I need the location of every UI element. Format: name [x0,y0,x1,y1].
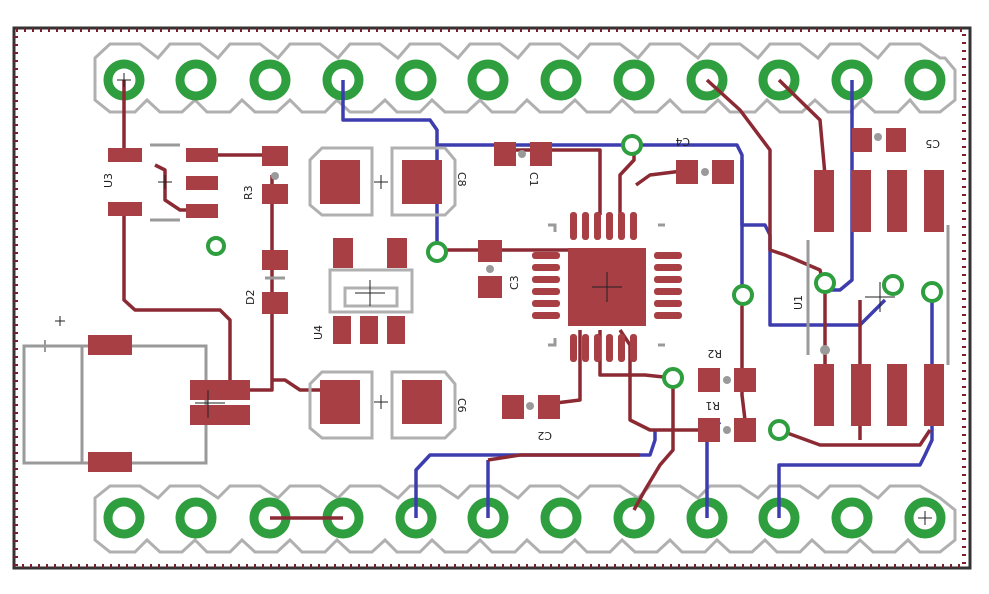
via-3 [732,284,754,306]
r1-component [698,418,756,442]
u3-component [108,143,218,222]
top-pad-7 [540,59,582,101]
bottom-pad-7 [540,497,582,539]
via-7 [882,274,904,296]
label-d2: D2 [244,290,257,305]
top-pad-2 [175,59,217,101]
c5-component [852,128,906,152]
via-6 [814,272,836,294]
power-connector [22,316,250,472]
top-pad-8 [613,59,655,101]
label-c5: C5 [925,137,940,150]
origin-markers [117,73,932,525]
c6-component [308,370,457,440]
bottom-pad-1 [103,497,145,539]
d2-component [262,250,288,314]
mcu-qfn [532,212,682,362]
u1-component [806,170,950,426]
header-bottom-pads [103,497,946,539]
label-u4: U4 [312,325,325,340]
c1-component [494,142,552,166]
via-9 [206,236,226,256]
top-pad-9 [686,59,728,101]
label-c3: C3 [508,275,521,290]
via-4 [662,367,684,389]
top-pad-5 [395,59,437,101]
top-pad-12 [904,59,946,101]
bottom-pad-8 [613,497,655,539]
via-8 [921,281,943,303]
r2-component [698,368,756,392]
bottom-pad-11 [831,497,873,539]
label-c1: C1 [527,172,540,187]
label-c8: C8 [455,172,468,187]
via-5 [768,419,790,441]
c2-component [502,395,560,419]
top-pad-10 [758,59,800,101]
label-r3: R3 [242,185,255,200]
label-r1: R1 [705,399,720,412]
bottom-pad-2 [175,497,217,539]
board-stitching [14,28,966,568]
c4-component [676,160,734,184]
board-outline [12,26,972,570]
r3-component [262,146,288,204]
header-top-silk [93,42,957,114]
vias [206,134,943,441]
bottom-pad-12 [904,497,946,539]
c3-component [478,240,502,298]
via-1 [426,241,448,263]
label-u3: U3 [102,173,115,188]
header-top-pads [103,59,946,101]
label-c6: C6 [455,398,468,413]
top-pad-6 [467,59,509,101]
label-r2: R2 [707,347,722,360]
label-c2: C2 [537,429,552,442]
top-pad-3 [249,59,291,101]
label-c4: C4 [675,135,690,148]
header-bottom-silk [93,484,957,554]
c8-component [308,146,457,217]
u4-component [328,238,414,344]
label-u1: U1 [792,295,805,310]
via-2 [621,134,643,156]
